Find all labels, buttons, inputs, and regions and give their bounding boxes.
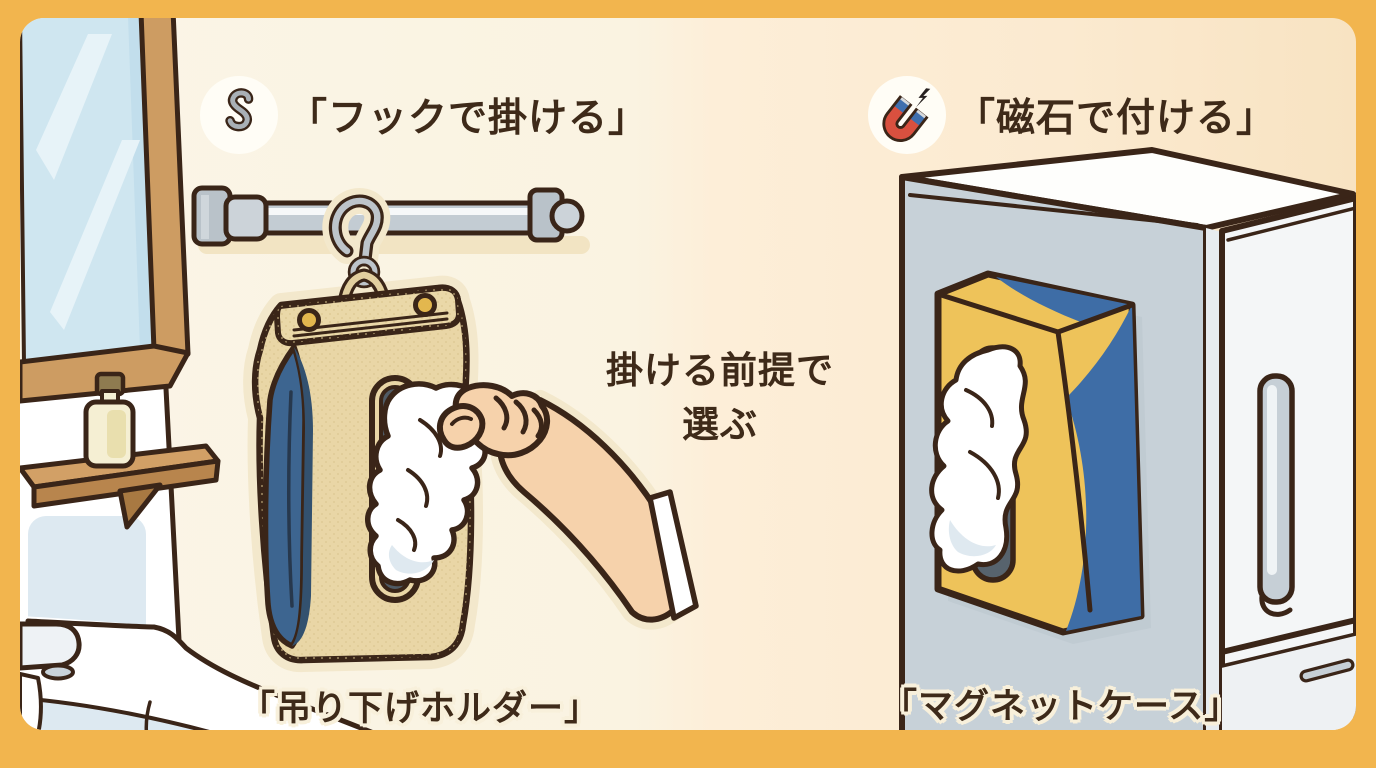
case-tissue [929, 344, 1029, 574]
center-note-line2: 選ぶ [682, 402, 758, 446]
left-method-title: 「フックで掛ける」 [288, 96, 649, 141]
towel-bar [191, 185, 590, 254]
refrigerator [899, 147, 1356, 730]
snap-button [297, 308, 321, 332]
s-hook-icon [200, 76, 278, 154]
lightning-bolt [915, 88, 931, 108]
left-item-label: 「吊り下げホルダー」 [239, 689, 600, 729]
snap-button [413, 293, 437, 317]
mirror [20, 18, 191, 404]
s-hook [328, 194, 384, 289]
illustration-canvas: 「フックで掛ける」 「磁石で付ける」 掛ける前提で 選ぶ 「吊り下げホルダー」 [20, 18, 1356, 730]
magnet-icon [868, 76, 946, 154]
shirt-sleeve [647, 489, 699, 621]
hand-pulling-tissue [436, 382, 699, 623]
center-note-line1: 掛ける前提で [606, 349, 834, 392]
center-note: 掛ける前提で 選ぶ [560, 344, 880, 451]
freezer-drawer-handle [1299, 658, 1355, 683]
hanging-tissue-holder [243, 188, 699, 673]
right-item-label: 「マグネットケース」 [882, 687, 1241, 727]
magnet-tissue-case [929, 270, 1151, 644]
right-method-title: 「磁石で付ける」 [956, 96, 1277, 141]
scene-illustration [20, 18, 1356, 730]
left-method-header: 「フックで掛ける」 [200, 76, 648, 154]
fridge-door-handle [1257, 373, 1295, 617]
faucet [20, 621, 82, 730]
bathroom-scene [20, 18, 590, 730]
sink [20, 616, 373, 730]
soap-bottle [83, 371, 136, 469]
right-method-header: 「磁石で付ける」 [868, 76, 1276, 154]
